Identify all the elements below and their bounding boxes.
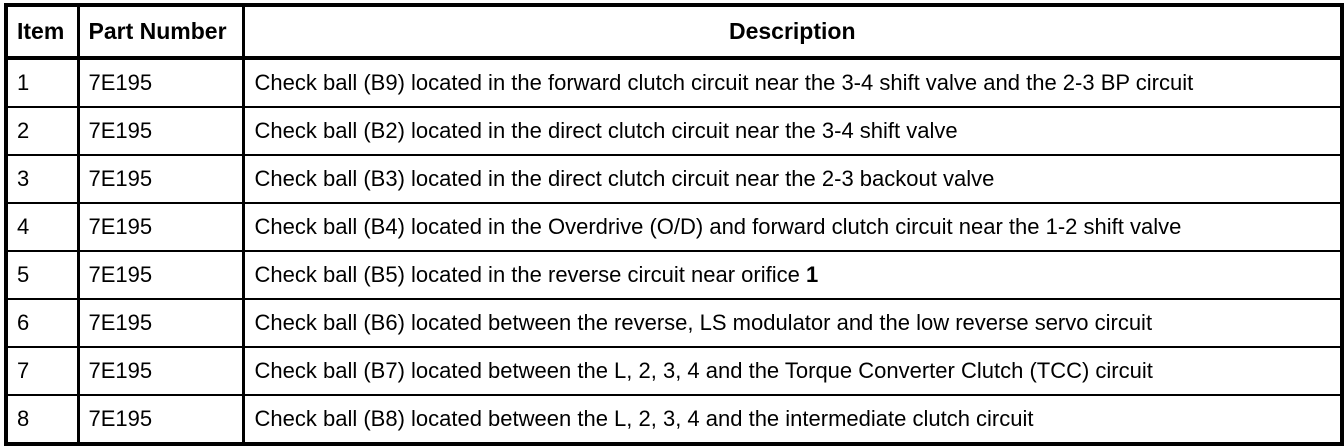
table-header: Item Part Number Description: [6, 5, 1342, 60]
cell-part-number: 7E195: [78, 299, 245, 348]
cell-part-number: 7E195: [78, 347, 245, 396]
cell-description: Check ball (B8) located between the L, 2…: [254, 406, 1034, 431]
cell-part-number: 7E195: [78, 107, 245, 156]
cell-item: 5: [6, 251, 80, 300]
cell-description: Check ball (B2) located in the direct cl…: [243, 107, 1342, 156]
cell-description: Check ball (B7) located between the L, 2…: [243, 347, 1342, 396]
cell-part-number: 7E195: [78, 395, 245, 444]
cell-item: 1: [6, 58, 80, 108]
cell-description: Check ball (B6) located between the reve…: [243, 299, 1342, 348]
cell-part-number: 7E195: [78, 203, 245, 252]
table-header-row: Item Part Number Description: [6, 5, 1342, 60]
cell-part-number: 7E195: [78, 251, 245, 300]
cell-item: 6: [6, 299, 80, 348]
cell-description: Check ball (B5) located in the reverse c…: [243, 251, 1342, 300]
cell-part-number: 7E195: [78, 155, 245, 204]
cell-description: Check ball (B3) located in the direct cl…: [243, 155, 1342, 204]
description-text: Check ball (B5) located in the reverse c…: [254, 262, 806, 287]
column-header-description: Description: [243, 5, 1342, 60]
cell-description: Check ball (B9) located in the forward c…: [243, 58, 1342, 108]
description-emphasis: 1: [805, 262, 819, 287]
cell-description: Check ball (B4) located in the Overdrive…: [243, 203, 1342, 252]
cell-item: 2: [6, 107, 80, 156]
cell-item: 7: [6, 347, 80, 396]
cell-item: 8: [6, 395, 80, 444]
column-header-part-number: Part Number: [78, 5, 245, 60]
column-header-item: Item: [6, 5, 80, 60]
cell-item: 4: [6, 203, 80, 252]
cell-item: 3: [6, 155, 80, 204]
cell-part-number: 7E195: [78, 58, 245, 108]
